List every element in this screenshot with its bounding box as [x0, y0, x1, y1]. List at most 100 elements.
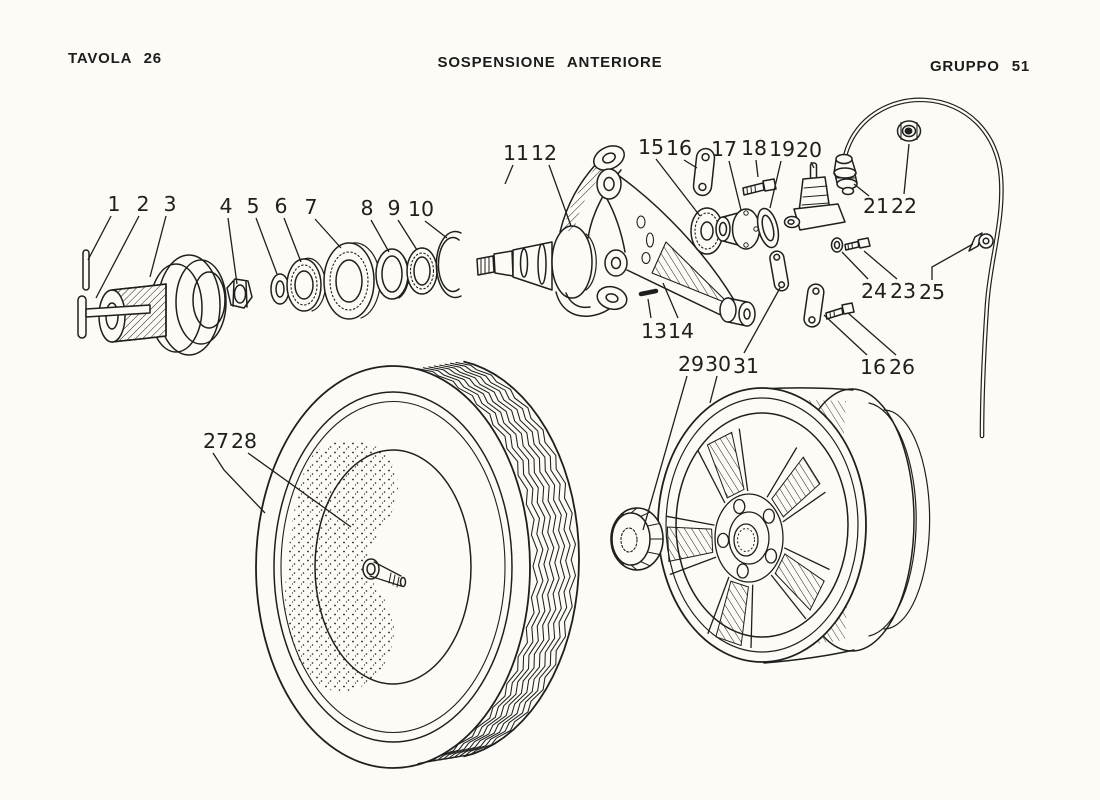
callout-22: 22	[891, 194, 917, 218]
leader-18	[755, 159, 759, 178]
plate-label: TAVOLA 26	[68, 50, 162, 67]
callout-16: 16	[666, 136, 692, 160]
part-small-link	[769, 250, 790, 292]
part-hose-clip	[968, 232, 994, 252]
callout-29: 29	[678, 352, 704, 376]
leader-3	[149, 215, 167, 278]
part-link-plate-upper	[692, 147, 716, 197]
part-bolt-26	[825, 302, 855, 320]
leader-27	[212, 452, 266, 514]
callout-7: 7	[304, 195, 317, 219]
leader-31	[743, 287, 781, 354]
page-title: SOSPENSIONE ANTERIORE	[437, 54, 663, 71]
callout-17: 17	[711, 137, 737, 161]
callout-31: 31	[733, 354, 759, 378]
part-brake-hose	[842, 97, 1004, 439]
wheel-spoke-detail	[666, 428, 830, 649]
part-bump-stop	[783, 162, 846, 231]
inner-tube	[285, 440, 399, 692]
callout-10: 10	[408, 197, 434, 221]
part-tire	[255, 365, 531, 769]
valve-stem	[362, 558, 407, 588]
leader-1	[87, 215, 112, 261]
callout-25: 25	[919, 280, 945, 304]
callout-14: 14	[668, 319, 694, 343]
callout-28: 28	[231, 429, 257, 453]
leader-23	[863, 250, 898, 280]
leader-7	[314, 218, 342, 249]
leader-12	[548, 164, 572, 227]
part-small-pin	[638, 288, 659, 297]
part-hub-nut	[226, 278, 253, 309]
part-link-plate-lower	[803, 283, 825, 328]
callout-21: 21	[863, 194, 889, 218]
part-cotter-pin	[82, 249, 90, 291]
part-steering-knuckle	[476, 145, 628, 317]
leader-6	[283, 217, 302, 263]
leader-26	[847, 312, 897, 356]
part-washer	[270, 273, 290, 305]
part-retaining-ring	[435, 230, 462, 299]
leader-13	[647, 298, 652, 319]
leader-14	[662, 282, 679, 319]
leader-11	[504, 164, 514, 185]
leader-21	[853, 183, 870, 197]
leader-5	[255, 217, 278, 275]
part-flanged-bushing	[715, 208, 761, 250]
part-suspension-arm	[596, 168, 756, 327]
leader-17	[728, 160, 742, 211]
leader-16	[683, 159, 698, 169]
part-spacer-ring	[375, 248, 410, 300]
leader-25	[931, 243, 974, 280]
leader-10	[424, 220, 448, 239]
part-t-pin	[77, 295, 151, 339]
callout-12: 12	[531, 141, 557, 165]
part-wheel-rim	[657, 387, 931, 664]
part-grommet	[896, 120, 922, 142]
part-bolt-23	[844, 237, 871, 251]
callout-13: 13	[641, 319, 667, 343]
leader-24	[841, 251, 869, 280]
callout-16: 16	[860, 355, 886, 379]
callout-1: 1	[107, 192, 120, 216]
callout-15: 15	[638, 135, 664, 159]
callout-4: 4	[219, 194, 232, 218]
leader-15	[655, 158, 701, 217]
callout-6: 6	[274, 194, 287, 218]
part-inner-bearing	[323, 242, 381, 320]
leader-22	[903, 143, 910, 195]
callout-3: 3	[163, 192, 176, 216]
leader-2	[95, 215, 140, 299]
callout-11: 11	[503, 141, 529, 165]
part-hose-fitting	[833, 153, 858, 196]
part-gasket	[756, 207, 780, 249]
tire-tread	[417, 360, 580, 765]
callout-8: 8	[360, 196, 373, 220]
part-bolt-18	[742, 178, 777, 196]
leader-30	[709, 375, 718, 404]
callout-27: 27	[203, 429, 229, 453]
part-washer-24	[830, 237, 844, 253]
leader-28	[247, 452, 352, 528]
callout-18: 18	[741, 136, 767, 160]
callout-19: 19	[769, 137, 795, 161]
part-splined-hub	[98, 254, 227, 356]
callout-9: 9	[387, 196, 400, 220]
leader-20	[810, 161, 815, 169]
leader-4	[227, 217, 238, 285]
leader-9	[397, 219, 418, 251]
callout-23: 23	[890, 279, 916, 303]
group-label: GRUPPO 51	[929, 58, 1030, 75]
callout-2: 2	[136, 192, 149, 216]
leader-16	[823, 314, 868, 356]
callout-5: 5	[246, 194, 259, 218]
callout-20: 20	[796, 138, 822, 162]
part-seal	[406, 247, 438, 295]
leader-29	[642, 375, 688, 531]
callout-30: 30	[705, 352, 731, 376]
leader-19	[769, 160, 782, 209]
leader-8	[370, 219, 390, 253]
